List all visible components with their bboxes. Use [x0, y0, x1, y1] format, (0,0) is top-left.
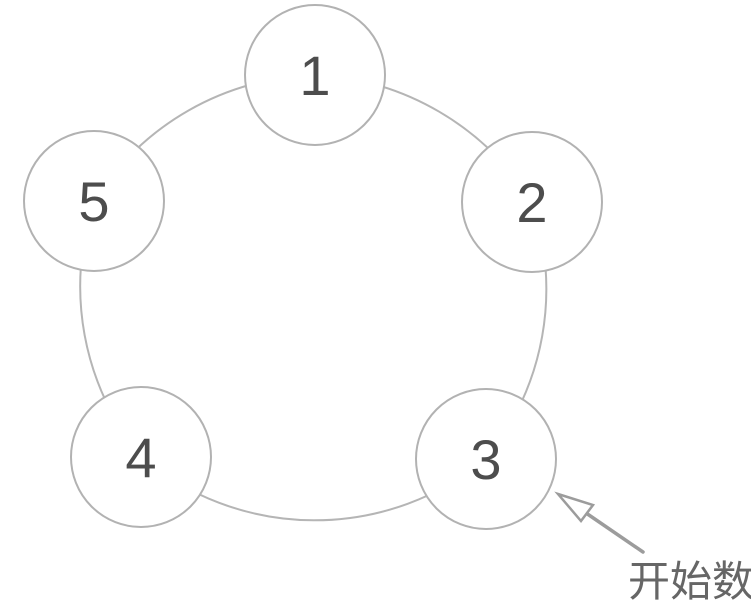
node-5-label: 5 [78, 170, 109, 233]
start-arrow-shaft [584, 511, 645, 554]
start-arrow-head-icon [554, 491, 596, 524]
node-5-circle [23, 130, 165, 272]
node-4-label: 4 [125, 426, 156, 489]
node-5: 5 [23, 130, 165, 272]
node-2-label: 2 [516, 171, 547, 234]
node-3-label: 3 [470, 428, 501, 491]
node-3-circle [415, 388, 557, 530]
node-4-circle [70, 386, 212, 528]
start-arrow [554, 491, 645, 554]
node-4: 4 [70, 386, 212, 528]
node-2: 2 [461, 131, 603, 273]
node-3: 3 [415, 388, 557, 530]
node-1: 1 [244, 4, 386, 146]
start-annotation-label: 开始数 [628, 557, 751, 603]
node-2-circle [461, 131, 603, 273]
node-1-label: 1 [299, 44, 330, 107]
node-1-circle [244, 4, 386, 146]
